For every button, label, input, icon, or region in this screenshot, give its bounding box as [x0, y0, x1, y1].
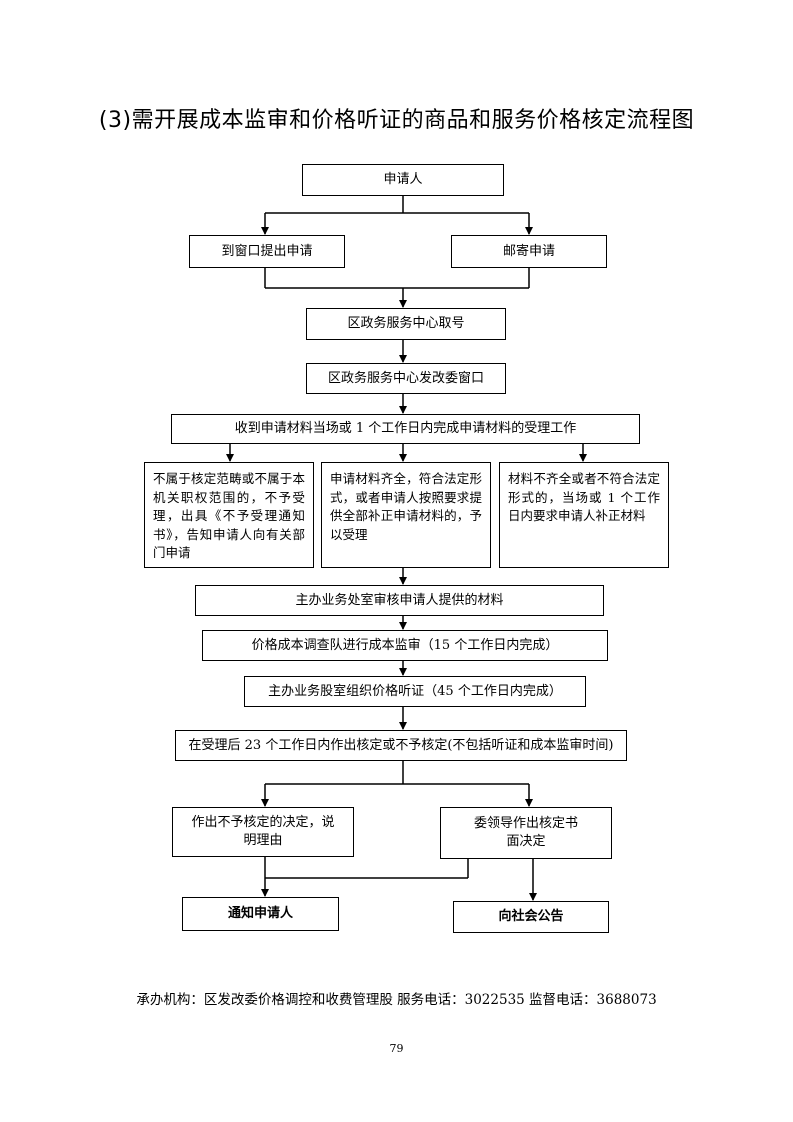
- node-receive-materials: 收到申请材料当场或 1 个工作日内完成申请材料的受理工作: [171, 414, 640, 444]
- node-no-approval: 作出不予核定的决定，说明理由: [172, 807, 354, 857]
- node-reject-scope: 不属于核定范畴或不属于本机关职权范围的，不予受理，出具《不予受理通知书》，告知申…: [144, 462, 314, 568]
- page-title: (3)需开展成本监审和价格听证的商品和服务价格核定流程图: [98, 108, 695, 133]
- node-announce: 向社会公告: [453, 901, 609, 933]
- footer-contact: 承办机构：区发改委价格调控和收费管理股 服务电话：3022535 监督电话：36…: [136, 992, 657, 1008]
- node-review-materials: 主办业务处室审核申请人提供的材料: [195, 585, 604, 616]
- page-number: 79: [389, 1042, 404, 1055]
- node-center-number: 区政务服务中心取号: [306, 308, 506, 340]
- node-accept-complete: 申请材料齐全，符合法定形式，或者申请人按照要求提供全部补正申请材料的，予以受理: [321, 462, 491, 568]
- node-window-apply: 到窗口提出申请: [189, 235, 345, 268]
- node-mail-apply: 邮寄申请: [451, 235, 607, 268]
- node-approval-text: 委领导作出核定书面决定: [473, 816, 578, 849]
- node-notify: 通知申请人: [182, 897, 339, 931]
- node-cost-audit: 价格成本调查队进行成本监审（15 个工作日内完成）: [202, 630, 608, 661]
- node-approval: 委领导作出核定书面决定: [440, 807, 612, 859]
- node-center-window: 区政务服务中心发改委窗口: [306, 363, 506, 394]
- node-hearing: 主办业务股室组织价格听证（45 个工作日内完成）: [244, 676, 586, 707]
- node-incomplete: 材料不齐全或者不符合法定形式的，当场或 1 个工作日内要求申请人补正材料: [499, 462, 669, 568]
- node-decision-deadline: 在受理后 23 个工作日内作出核定或不予核定(不包括听证和成本监审时间): [175, 730, 627, 761]
- node-applicant: 申请人: [302, 164, 504, 196]
- node-no-approval-text: 作出不予核定的决定，说明理由: [191, 815, 335, 848]
